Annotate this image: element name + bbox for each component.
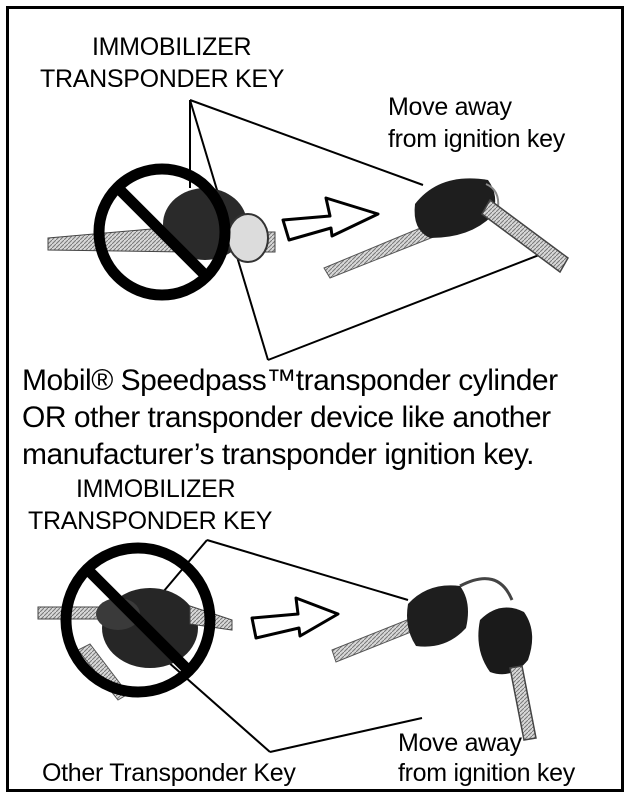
top-transponder-key xyxy=(323,178,569,279)
bottom-right-arrow-icon xyxy=(250,596,340,640)
caption-line1: Mobil® Speedpass™transponder cylinder xyxy=(22,364,558,397)
top-move-label-line1: Move away xyxy=(388,93,512,121)
top-key-label-line1: IMMOBILIZER xyxy=(92,33,252,61)
caption-line3: manufacturer’s transponder ignition key. xyxy=(22,438,534,471)
diagram-frame xyxy=(6,6,624,792)
caption-line2: OR other transponder device like another xyxy=(22,401,551,434)
top-no-symbol-icon xyxy=(93,163,231,301)
bottom-transponder-keys xyxy=(331,577,537,741)
top-key-label-line2: TRANSPONDER KEY xyxy=(40,65,285,93)
bottom-move-label-line2: from ignition key xyxy=(398,759,575,787)
other-transponder-key-label: Other Transponder Key xyxy=(42,759,296,787)
top-right-arrow-icon xyxy=(281,196,380,242)
bottom-key-label-line1: IMMOBILIZER xyxy=(76,475,236,503)
bottom-no-symbol-icon xyxy=(60,542,216,698)
bottom-panel xyxy=(37,539,537,753)
bottom-key-label-line2: TRANSPONDER KEY xyxy=(28,507,273,535)
transponder-caption: Mobil® Speedpass™transponder cylinder OR… xyxy=(22,362,558,473)
top-panel xyxy=(47,99,569,361)
top-move-label-line2: from ignition key xyxy=(388,125,565,153)
bottom-move-label-line1: Move away xyxy=(398,729,522,757)
